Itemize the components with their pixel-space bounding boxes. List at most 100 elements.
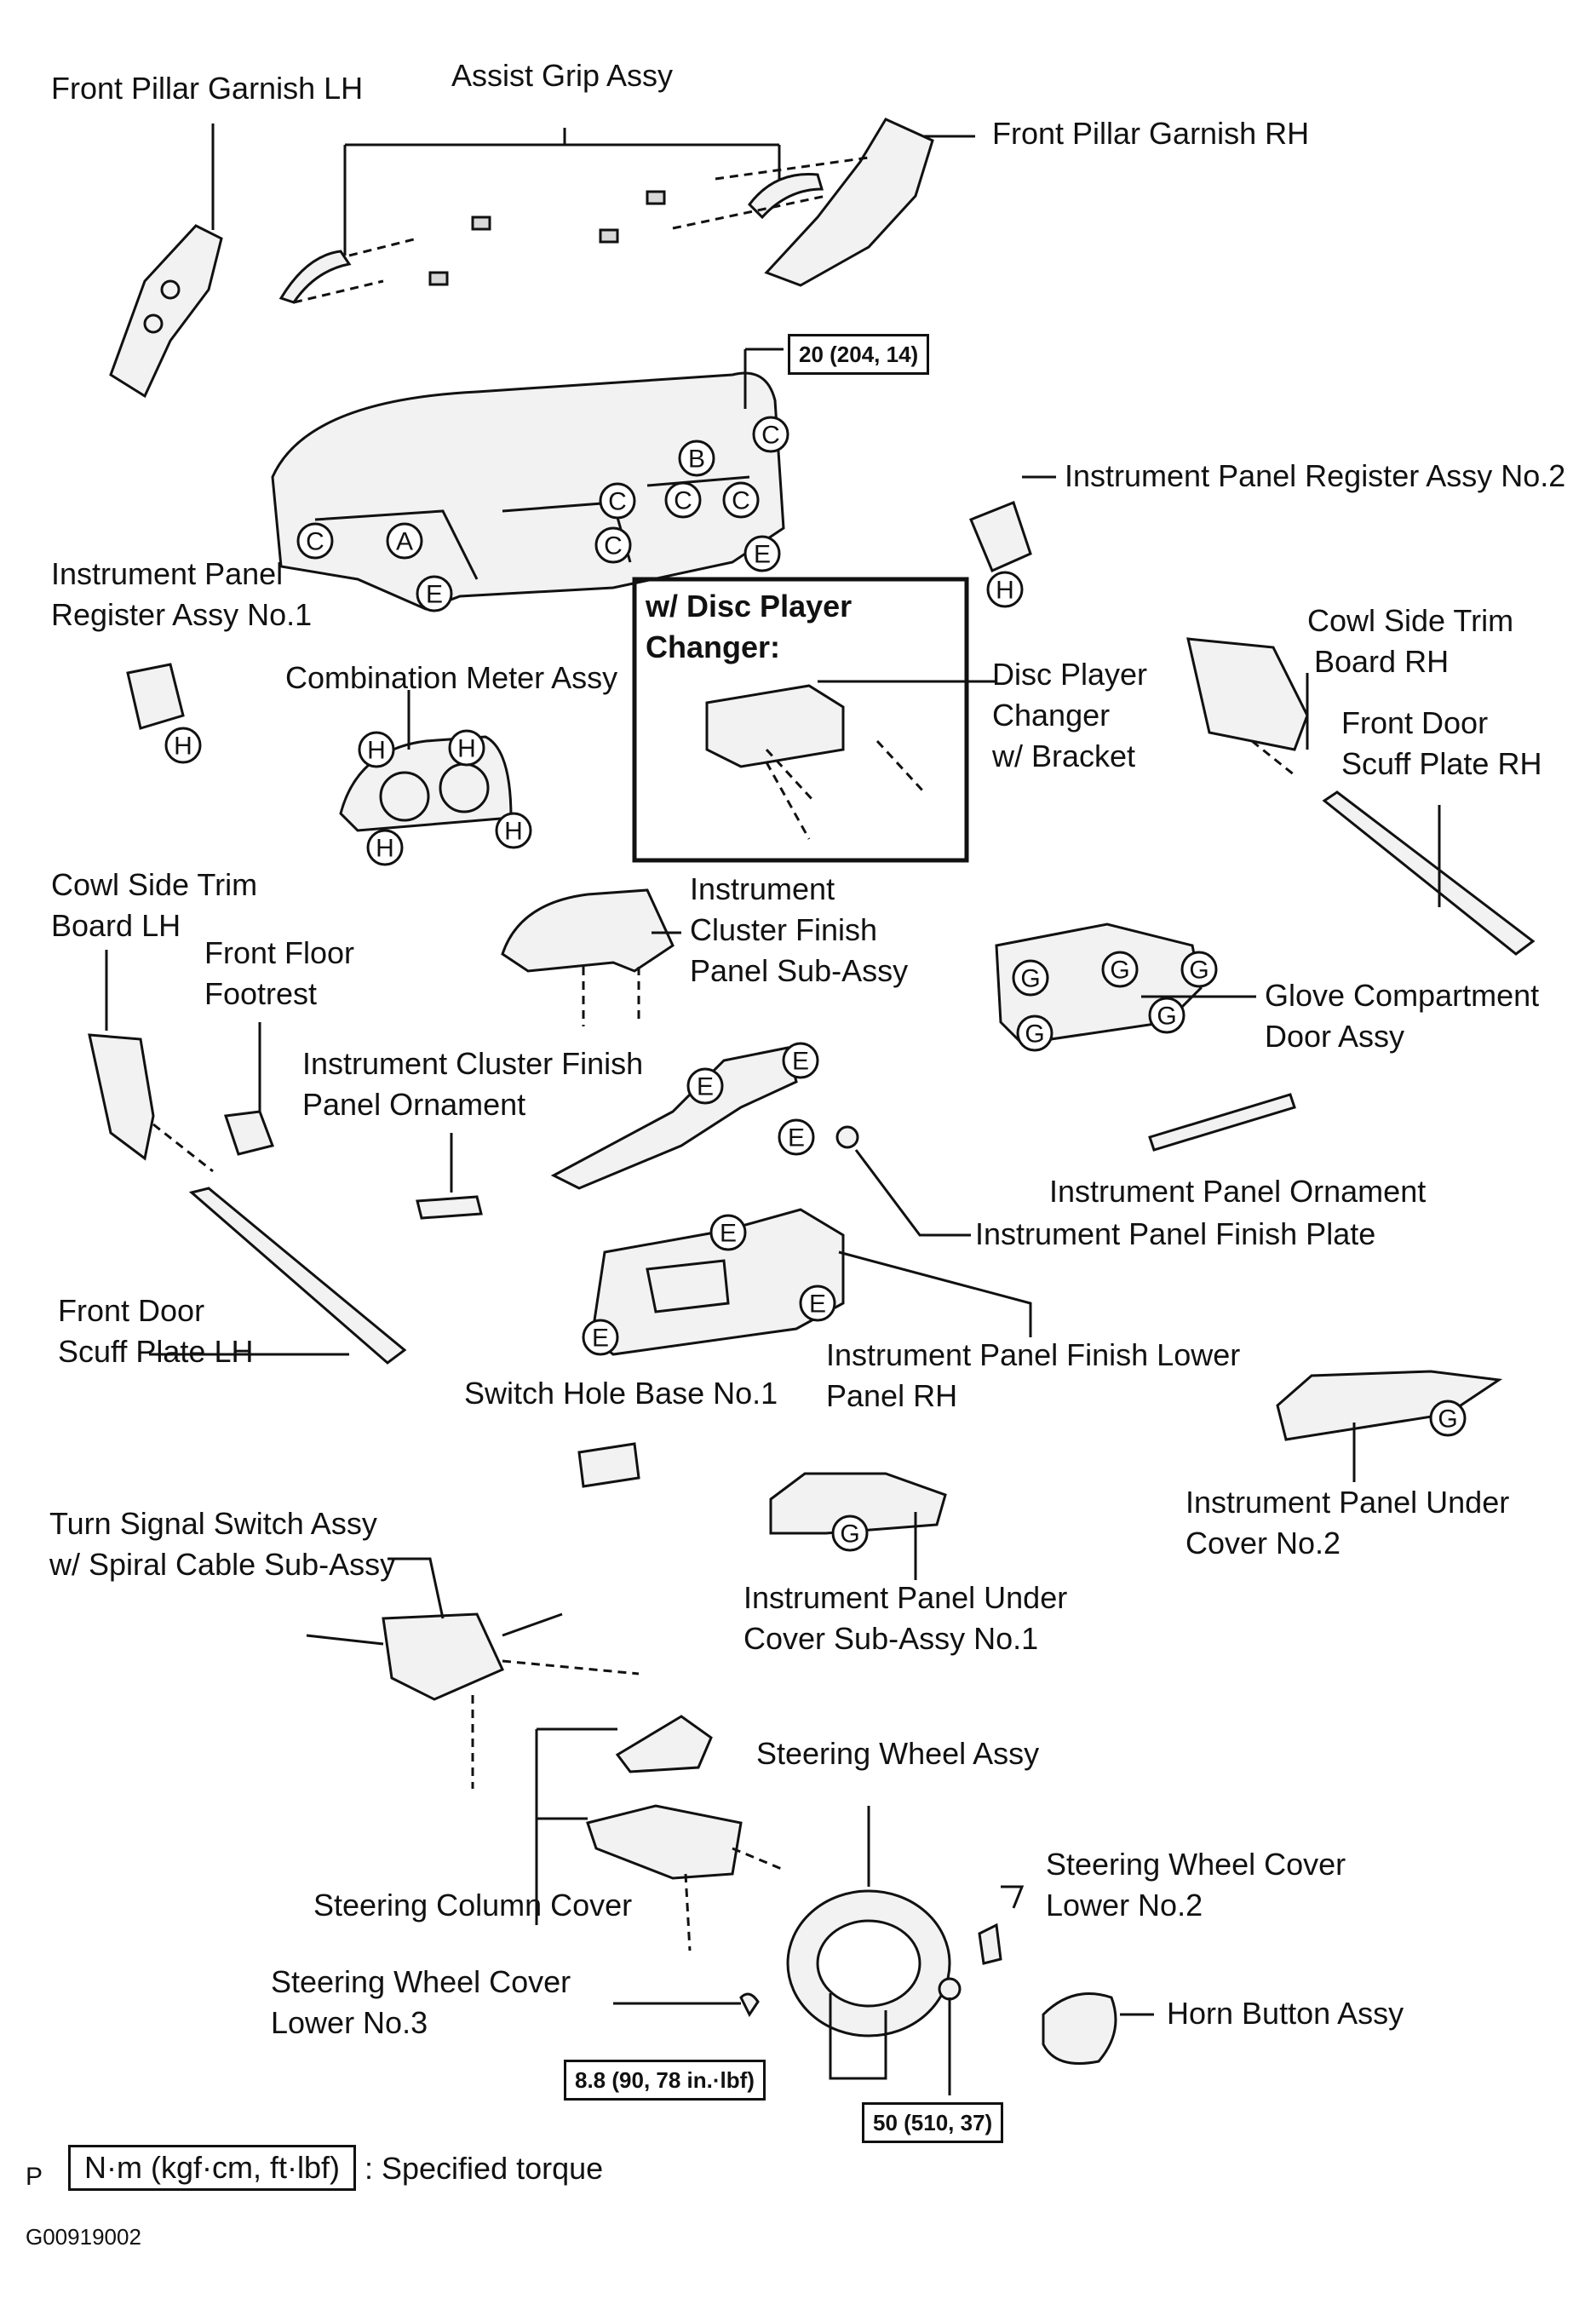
clip-marker-letter: E xyxy=(697,1073,714,1101)
switch-hole-base-drawing xyxy=(577,1442,640,1488)
clip-marker-letter: B xyxy=(688,445,705,474)
instrument-panel-ornament-drawing xyxy=(1148,1093,1296,1152)
clip-marker: C xyxy=(594,526,632,564)
front-pillar-garnish-rh-drawing xyxy=(599,118,975,287)
clip-marker-letter: G xyxy=(1157,1003,1176,1031)
label-glove-compartment-line1: Glove Compartment xyxy=(1265,978,1540,1013)
clip-marker-letter: C xyxy=(608,488,627,516)
steering-wheel-cover-no3-drawing xyxy=(613,1992,760,2017)
label-turn-signal-line2: w/ Spiral Cable Sub-Assy xyxy=(49,1547,396,1582)
clip-marker-letter: C xyxy=(674,487,692,515)
clip-marker-letter: E xyxy=(792,1048,809,1076)
label-steering-wheel-cover-no2-line1: Steering Wheel Cover xyxy=(1046,1847,1346,1882)
label-disc-player-line1: Disc Player xyxy=(992,657,1148,692)
steering-wheel-cover-no2-drawing xyxy=(978,1885,1025,1965)
clip-marker: E xyxy=(416,575,453,612)
under-cover-no1-drawing xyxy=(769,1472,947,1580)
clip-marker-letter: C xyxy=(732,487,750,515)
clip-marker: E xyxy=(686,1067,724,1105)
torque-column-bolt: 8.8 (90, 78 in.·lbf) xyxy=(564,2060,766,2101)
clip-marker-letter: G xyxy=(1438,1405,1457,1434)
clip-marker-letter: E xyxy=(592,1325,609,1353)
steering-column-cover-drawing xyxy=(535,1715,784,1951)
clip-marker: H xyxy=(366,829,404,866)
clip-marker: B xyxy=(678,440,715,477)
label-under-cover-no2-line2: Cover No.2 xyxy=(1186,1526,1341,1560)
label-turn-signal: Turn Signal Switch Assy w/ Spiral Cable … xyxy=(49,1503,395,1585)
clip-marker-letter: G xyxy=(1110,957,1129,985)
clip-marker: E xyxy=(782,1042,819,1079)
clip-marker: C xyxy=(752,416,789,453)
label-front-door-scuff-lh-line1: Front Door xyxy=(58,1293,205,1328)
label-steering-wheel-cover-no2: Steering Wheel Cover Lower No.2 xyxy=(1046,1844,1346,1926)
disc-box-title: w/ Disc Player Changer: xyxy=(646,586,852,668)
clip-marker: E xyxy=(709,1214,747,1251)
clip-marker-letter: H xyxy=(367,737,386,765)
clip-marker: C xyxy=(296,522,334,560)
clip-marker: G xyxy=(1012,959,1049,997)
label-steering-wheel-assy: Steering Wheel Assy xyxy=(756,1736,1040,1771)
label-steering-column-cover: Steering Column Cover xyxy=(313,1888,633,1923)
label-steering-wheel-cover-no3: Steering Wheel Cover Lower No.3 xyxy=(271,1962,571,2043)
label-assist-grip-assy: Assist Grip Assy xyxy=(451,58,674,93)
clip-marker: H xyxy=(358,731,395,768)
label-instrument-panel-ornament: Instrument Panel Ornament xyxy=(1049,1174,1427,1209)
label-finish-lower-panel: Instrument Panel Finish Lower Panel RH xyxy=(826,1335,1240,1417)
label-register-no1: Instrument Panel Register Assy No.1 xyxy=(51,554,312,635)
instrument-panel-drawing xyxy=(271,348,785,611)
clip-marker-letter: E xyxy=(788,1124,805,1152)
label-finish-lower-panel-line1: Instrument Panel Finish Lower xyxy=(826,1337,1241,1372)
label-register-no1-line2: Register Assy No.1 xyxy=(51,597,313,632)
clip-marker-letter: G xyxy=(840,1520,859,1549)
clip-marker: G xyxy=(1016,1014,1053,1052)
clip-marker-letter: H xyxy=(504,818,523,846)
label-finish-lower-panel-line2: Panel RH xyxy=(826,1378,958,1413)
clip-marker-letter: C xyxy=(761,422,780,450)
label-steering-wheel-cover-no2-line2: Lower No.2 xyxy=(1046,1888,1203,1923)
clip-marker-letter: E xyxy=(720,1220,737,1248)
label-front-door-scuff-lh-line2: Scuff Plate LH xyxy=(58,1334,254,1369)
label-cowl-side-trim-lh-line1: Cowl Side Trim xyxy=(51,867,258,902)
clip-marker: E xyxy=(778,1118,815,1156)
disc-box-title-line1: w/ Disc Player xyxy=(646,589,853,624)
label-cluster-finish-ornament-line2: Panel Ornament xyxy=(302,1087,526,1122)
torque-wheel-nut: 50 (510, 37) xyxy=(862,2102,1004,2143)
label-front-door-scuff-rh: Front Door Scuff Plate RH xyxy=(1341,703,1541,785)
label-front-door-scuff-rh-line1: Front Door xyxy=(1341,705,1489,740)
label-front-door-scuff-lh: Front Door Scuff Plate LH xyxy=(58,1290,253,1372)
label-disc-player: Disc Player Changer w/ Bracket xyxy=(992,654,1147,777)
clip-marker-letter: H xyxy=(376,835,394,863)
cowl-side-trim-lh-drawing xyxy=(88,950,407,1365)
clip-marker-letter: G xyxy=(1189,957,1208,985)
clip-marker: E xyxy=(582,1319,619,1356)
horn-button-drawing xyxy=(1042,1992,1154,2065)
label-steering-wheel-cover-no3-line1: Steering Wheel Cover xyxy=(271,1964,571,1999)
label-cowl-side-trim-rh-line1: Cowl Side Trim xyxy=(1307,603,1514,638)
label-steering-wheel-cover-no3-line2: Lower No.3 xyxy=(271,2005,428,2040)
label-under-cover-no2: Instrument Panel Under Cover No.2 xyxy=(1186,1482,1509,1564)
legend-description: : Specified torque xyxy=(365,2151,604,2186)
label-cluster-finish-ornament-line1: Instrument Cluster Finish xyxy=(302,1046,644,1081)
label-combination-meter: Combination Meter Assy xyxy=(285,660,618,695)
front-pillar-garnish-lh-drawing xyxy=(109,124,223,399)
clip-marker-letter: A xyxy=(396,528,413,556)
legend-unit-box: N·m (kgf·cm, ft·lbf) xyxy=(68,2145,356,2191)
label-front-door-scuff-rh-line2: Scuff Plate RH xyxy=(1341,746,1542,781)
label-glove-compartment-line2: Door Assy xyxy=(1265,1019,1405,1054)
label-under-cover-no1-line1: Instrument Panel Under xyxy=(743,1580,1068,1615)
label-horn-button: Horn Button Assy xyxy=(1167,1996,1404,2031)
register-no2-drawing xyxy=(969,475,1056,572)
disc-box-title-line2: Changer: xyxy=(646,629,781,664)
clip-marker: A xyxy=(386,522,423,560)
turn-signal-switch-drawing xyxy=(306,1557,640,1789)
finish-lower-panel-rh-drawing xyxy=(590,1208,1032,1356)
clip-marker: G xyxy=(1180,951,1218,988)
clip-marker-letter: C xyxy=(306,528,324,556)
clip-marker: E xyxy=(799,1285,836,1322)
clip-marker-letter: G xyxy=(1025,1020,1044,1049)
label-disc-player-line2: Changer xyxy=(992,698,1111,733)
finish-plate-drawing xyxy=(835,1125,971,1237)
assist-grip-leader xyxy=(343,128,781,256)
